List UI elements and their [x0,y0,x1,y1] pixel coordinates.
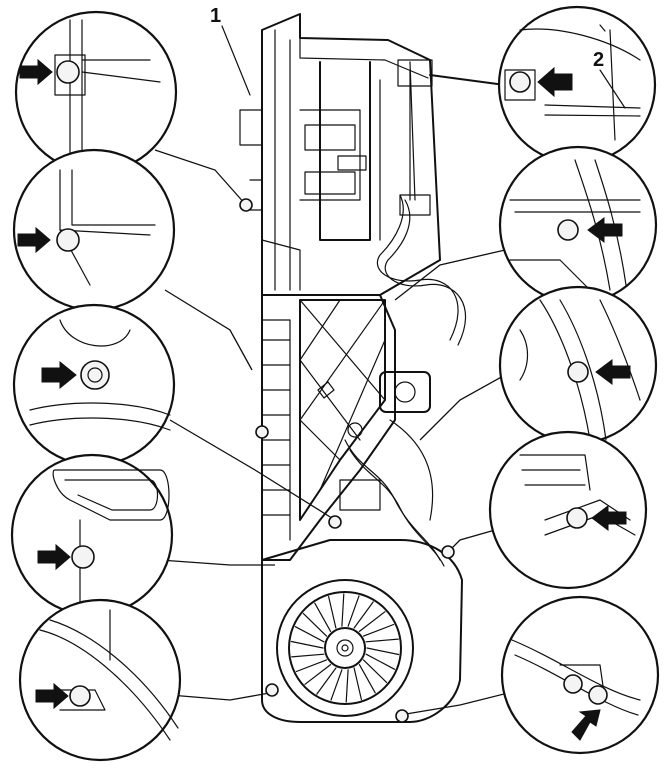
control-rod [429,74,506,86]
fan-blade [294,626,325,643]
detail-right-3 [498,285,658,445]
detail-right-5 [500,595,660,755]
fan-blade [328,595,337,629]
fan-blade [345,669,349,703]
fan-blade [290,640,324,649]
fan-blade [302,612,328,637]
callout-2-label: 2 [593,49,604,71]
fan-blade [341,593,345,627]
fan-blade [291,653,325,658]
detail-right-4 [488,430,648,590]
leader-lines [154,74,521,716]
fan-blade [353,667,362,701]
fan-blade [347,595,360,627]
detail-right-2 [498,145,658,305]
fan-blade [295,659,328,673]
blower-fan-blades [290,593,400,703]
callout-2: 2 [593,49,626,109]
detail-left-1 [14,10,178,174]
fan-blade [353,601,374,629]
fan-blade [358,611,386,633]
detail-left-2 [12,148,176,312]
fan-blade [330,669,343,701]
fan-blade [366,647,400,656]
fan-blade [314,602,332,633]
housing-mount-points [239,198,455,723]
fan-blade [304,663,332,685]
fan-blade [362,659,388,684]
detail-left-5 [18,598,182,762]
callout-1-label: 1 [210,5,221,27]
fan-blade [358,663,376,694]
fan-blade [365,653,396,670]
fan-blade [362,623,395,637]
fan-blade [365,638,399,643]
detail-right-1 [497,5,657,165]
detail-left-3 [12,303,176,467]
fan-blade [316,667,337,695]
detail-left-4 [10,453,174,617]
callout-1: 1 [210,5,251,96]
heater-housing [239,13,467,723]
